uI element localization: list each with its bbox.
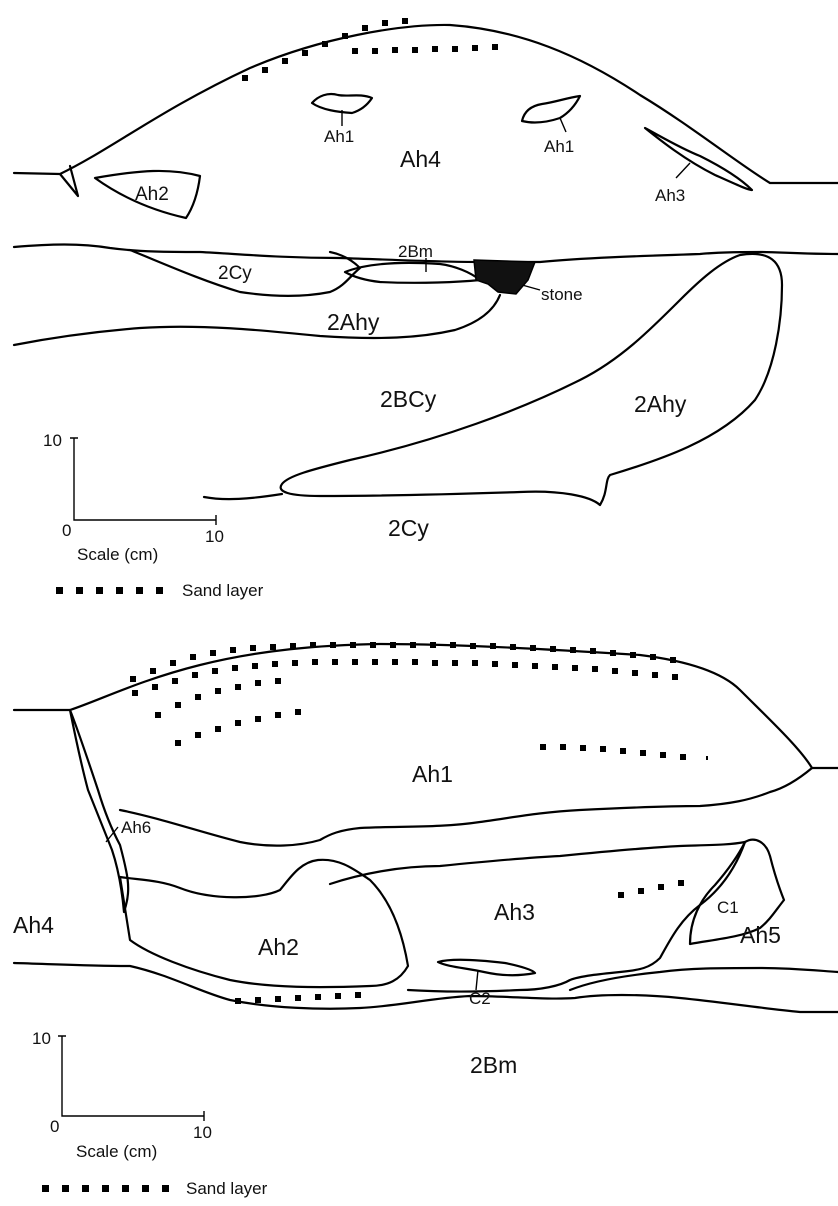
top-label-2ahy-right: 2Ahy xyxy=(634,391,687,417)
bottom-legend-sand-swatch xyxy=(42,1185,169,1192)
top-label-2cy-upper: 2Cy xyxy=(218,263,252,284)
bottom-label-ah5: Ah5 xyxy=(740,922,781,948)
bottom-ah6-column xyxy=(70,710,128,912)
top-legend-sand-label: Sand layer xyxy=(182,581,264,600)
bottom-label-ah6: Ah6 xyxy=(121,818,151,837)
top-legend-sand-swatch xyxy=(56,587,163,594)
bottom-label-ah4: Ah4 xyxy=(13,912,54,938)
bottom-label-c2: C2 xyxy=(469,989,491,1008)
top-scale-label: Scale (cm) xyxy=(77,545,158,564)
top-ah1-right-blob xyxy=(522,96,580,122)
top-label-2bm: 2Bm xyxy=(398,242,433,261)
top-label-2cy-lower: 2Cy xyxy=(388,515,429,541)
bottom-label-ah2: Ah2 xyxy=(258,934,299,960)
bottom-label-ah3: Ah3 xyxy=(494,899,535,925)
bottom-ah1-lower-boundary xyxy=(120,768,812,846)
bottom-sand-layer-dots xyxy=(130,642,708,1004)
top-label-stone: stone xyxy=(541,285,583,304)
bottom-scale-x-tick: 10 xyxy=(193,1123,212,1142)
bottom-legend: Sand layer xyxy=(42,1179,268,1198)
top-label-ah4: Ah4 xyxy=(400,146,441,172)
top-legend: Sand layer xyxy=(56,581,264,600)
top-label-ah1-right: Ah1 xyxy=(544,137,574,156)
top-scale-y-tick: 10 xyxy=(43,431,62,450)
top-2bm-pocket xyxy=(345,263,480,283)
top-2ahy-lower-boundary xyxy=(14,295,500,345)
bottom-label-2bm: 2Bm xyxy=(470,1052,517,1078)
top-label-ah3: Ah3 xyxy=(655,186,685,205)
bottom-scale-label: Scale (cm) xyxy=(76,1142,157,1161)
top-stone xyxy=(474,260,535,294)
bottom-label-c1: C1 xyxy=(717,898,739,917)
top-label-2bcy: 2BCy xyxy=(380,386,437,412)
top-2cy-lower-boundary xyxy=(204,494,282,499)
top-label-2ahy-left: 2Ahy xyxy=(327,309,380,335)
top-label-ah1-left: Ah1 xyxy=(324,127,354,146)
top-ah3-leader xyxy=(676,163,690,178)
top-scale-x-tick: 10 xyxy=(205,527,224,546)
top-scale-origin: 0 xyxy=(62,521,71,540)
bottom-soil-profile: Ah1 Ah6 Ah4 Ah2 Ah3 C1 Ah5 C2 2Bm 10 0 1… xyxy=(13,642,838,1198)
bottom-label-ah1: Ah1 xyxy=(412,761,453,787)
bottom-c2-leader xyxy=(476,970,478,990)
bottom-2bm-boundary xyxy=(14,963,838,1012)
bottom-scale-y-tick: 10 xyxy=(32,1029,51,1048)
top-2ahy-right-tongue xyxy=(281,254,782,505)
top-sand-layer-dots xyxy=(242,18,498,81)
bottom-ah2-outline xyxy=(120,860,408,987)
top-scale-axes xyxy=(70,438,216,525)
bottom-ah5-lens xyxy=(570,968,838,990)
bottom-ah1-outline xyxy=(14,644,838,768)
bottom-scale-origin: 0 xyxy=(50,1117,59,1136)
top-soil-profile: Ah4 Ah1 Ah1 Ah2 Ah3 2Bm 2Cy stone 2Ahy 2… xyxy=(14,18,838,600)
bottom-c2-lens xyxy=(438,960,535,975)
top-ah1-right-leader xyxy=(560,118,566,132)
top-scale-bar: 10 0 10 Scale (cm) xyxy=(43,431,224,564)
bottom-legend-sand-label: Sand layer xyxy=(186,1179,268,1198)
top-label-ah2: Ah2 xyxy=(135,184,169,205)
bottom-scale-bar: 10 0 10 Scale (cm) xyxy=(32,1029,212,1161)
bottom-scale-axes xyxy=(58,1036,204,1121)
